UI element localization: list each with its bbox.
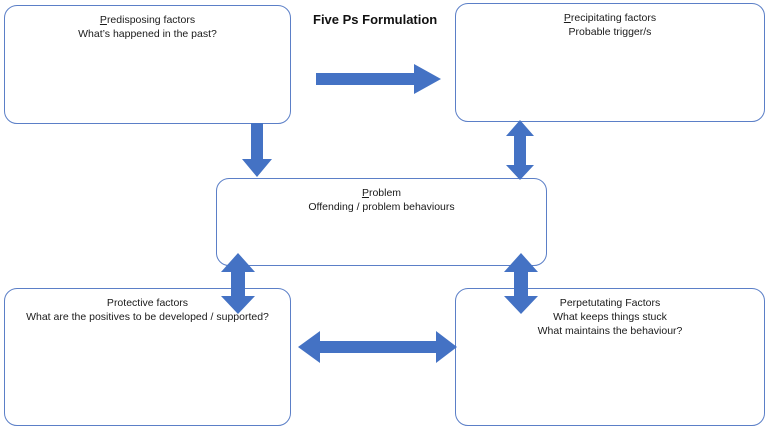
page-title: Five Ps Formulation xyxy=(313,12,438,27)
node-predisposing-heading: Predisposing factors xyxy=(5,13,290,27)
arrow-problem-to-perpetuating xyxy=(503,253,539,315)
node-precipitating-factors[interactable]: Precipitating factors Probable trigger/s xyxy=(455,3,765,122)
node-precipitating-heading: Precipitating factors xyxy=(456,11,764,25)
heading-initial-letter: P xyxy=(106,297,114,309)
node-precipitating-line1: Probable trigger/s xyxy=(568,26,652,38)
node-protective-factors[interactable]: Protective factors What are the positive… xyxy=(4,288,291,426)
heading-rest: rotective factors xyxy=(113,297,189,309)
heading-initial-letter: P xyxy=(99,14,107,26)
node-problem-line1: Offending / problem behaviours xyxy=(308,201,455,213)
heading-rest: redisposing factors xyxy=(106,14,196,26)
node-problem-heading: Problem xyxy=(217,186,546,200)
heading-rest: erpetutating Factors xyxy=(566,297,661,309)
arrow-predisposing-to-precipitating xyxy=(316,63,442,95)
node-perpetuating-line2: What maintains the behaviour? xyxy=(537,325,683,337)
arrow-precipitating-to-problem xyxy=(505,120,535,181)
heading-initial-letter: P xyxy=(563,12,571,24)
node-perpetuating-line1: What keeps things stuck xyxy=(553,311,667,323)
arrow-protective-to-perpetuating xyxy=(298,330,458,364)
arrow-predisposing-to-problem xyxy=(241,123,273,178)
node-predisposing-factors[interactable]: Predisposing factors What’s happened in … xyxy=(4,5,291,124)
heading-initial-letter: P xyxy=(361,187,369,199)
heading-rest: recipitating factors xyxy=(570,12,657,24)
node-protective-line1: What are the positives to be developed /… xyxy=(26,311,269,323)
node-problem[interactable]: Problem Offending / problem behaviours xyxy=(216,178,547,266)
node-perpetuating-factors[interactable]: Perpetutating Factors What keeps things … xyxy=(455,288,765,426)
heading-initial-letter: P xyxy=(559,297,567,309)
node-predisposing-line1: What’s happened in the past? xyxy=(78,28,217,40)
heading-rest: roblem xyxy=(368,187,402,199)
node-perpetuating-heading: Perpetutating Factors xyxy=(456,296,764,310)
arrow-problem-to-protective xyxy=(220,253,256,315)
node-protective-heading: Protective factors xyxy=(5,296,290,310)
